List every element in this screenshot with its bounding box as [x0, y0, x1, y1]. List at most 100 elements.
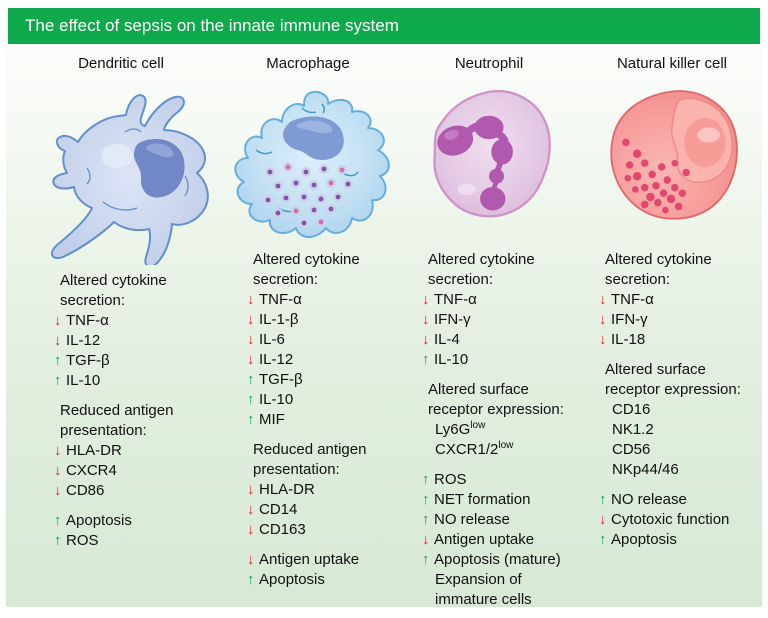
- column-natural-killer-cell: Natural killer cell: [583, 46, 761, 550]
- effect-item: ↑Apoptosis: [54, 511, 216, 531]
- column-dendritic-cell: Dendritic cell: [26, 46, 216, 551]
- effect-item: ↓Antigen uptake: [422, 530, 580, 550]
- down-arrow-icon: ↓: [247, 331, 255, 348]
- down-arrow-icon: ↓: [247, 501, 255, 518]
- effect-label: TNF-α: [611, 291, 654, 308]
- effect-label: NK1.2: [612, 421, 654, 438]
- effect-item: ↓CD163: [247, 520, 403, 540]
- effect-label: IL-12: [66, 332, 101, 349]
- up-arrow-icon: ↑: [54, 372, 62, 389]
- superscript-low: low: [498, 440, 514, 451]
- macrophage-illustration: [213, 80, 403, 242]
- effect-label: CD14: [259, 501, 298, 518]
- up-arrow-icon: ↑: [54, 532, 62, 549]
- effect-item: ↑IL-10: [247, 390, 403, 410]
- effect-item: ↓HLA-DR: [54, 441, 216, 461]
- up-arrow-icon: ↑: [247, 571, 255, 588]
- effect-item: ↓TNF-α: [247, 290, 403, 310]
- effect-label: NET formation: [434, 491, 531, 508]
- effect-label: NKp44/46: [612, 461, 679, 478]
- natural-killer-cell-illustration: [583, 82, 761, 232]
- up-arrow-icon: ↑: [422, 491, 430, 508]
- effect-label: IL-10: [434, 351, 469, 368]
- effect-label: Antigen uptake: [259, 551, 360, 568]
- effect-item: ↓TNF-α: [422, 290, 580, 310]
- effect-label: Antigen uptake: [434, 531, 535, 548]
- effects-list: Altered cytokine secretion:↓TNF-α↓IFN-γ↓…: [398, 250, 580, 610]
- cell-type-title: Natural killer cell: [616, 55, 728, 72]
- effect-label: IL-6: [259, 331, 285, 348]
- up-arrow-icon: ↑: [247, 371, 255, 388]
- effect-label: Apoptosis: [611, 531, 677, 548]
- effects-list: Altered cytokine secretion:↓TNF-α↓IL-1-β…: [213, 250, 403, 590]
- effect-item: ↑TGF-β: [54, 351, 216, 371]
- figure-title: The effect of sepsis on the innate immun…: [8, 8, 760, 44]
- effect-label: TGF-β: [66, 352, 110, 369]
- down-arrow-icon: ↓: [599, 511, 607, 528]
- effect-item: ↑NO release: [422, 510, 580, 530]
- up-arrow-icon: ↑: [247, 411, 255, 428]
- section-heading: Reduced antigen presentation:: [60, 402, 174, 439]
- effect-section: Altered cytokine secretion:↓TNF-α↓IL-12↑…: [54, 271, 216, 391]
- effect-section: ↓Antigen uptake↑Apoptosis: [247, 550, 403, 590]
- effect-label: TNF-α: [434, 291, 477, 308]
- effect-label: CD16: [612, 401, 651, 418]
- effect-item: ↓IL-4: [422, 330, 580, 350]
- effect-label: IL-10: [66, 372, 101, 389]
- effect-item: ↑IL-10: [422, 350, 580, 370]
- effect-item: ↑NET formation: [422, 490, 580, 510]
- effect-item: CD56: [605, 440, 761, 460]
- effect-item: ↓Cytotoxic function: [599, 510, 761, 530]
- down-arrow-icon: ↓: [422, 531, 430, 548]
- effect-item: ↑IL-10: [54, 371, 216, 391]
- effect-label: NO release: [434, 511, 510, 528]
- effect-label: Apoptosis: [66, 512, 132, 529]
- effect-item: ↑NO release: [599, 490, 761, 510]
- up-arrow-icon: ↑: [422, 471, 430, 488]
- down-arrow-icon: ↓: [247, 311, 255, 328]
- effect-label: IL-18: [611, 331, 646, 348]
- up-arrow-icon: ↑: [599, 531, 607, 548]
- up-arrow-icon: ↑: [247, 391, 255, 408]
- down-arrow-icon: ↓: [247, 291, 255, 308]
- effect-label: NO release: [611, 491, 687, 508]
- effect-item: ↓TNF-α: [599, 290, 761, 310]
- effect-item: ↓IL-1-β: [247, 310, 403, 330]
- effect-label: Apoptosis (mature): [434, 551, 561, 568]
- effect-item: ↓IL-6: [247, 330, 403, 350]
- effect-section: Altered cytokine secretion:↓TNF-α↓IFN-γ↓…: [599, 250, 761, 350]
- effect-label: Expansion of immature cells: [435, 571, 532, 608]
- effects-list: Altered cytokine secretion:↓TNF-α↓IFN-γ↓…: [583, 250, 761, 550]
- effect-label: CXCR4: [66, 462, 117, 479]
- section-heading: Reduced antigen presentation:: [253, 441, 367, 478]
- effect-item: Expansion of immature cells: [428, 570, 580, 610]
- effect-section: Altered surface receptor expression: CD16…: [605, 360, 761, 480]
- effect-label: Ly6Glow: [435, 420, 486, 439]
- up-arrow-icon: ↑: [54, 512, 62, 529]
- figure-body: Dendritic cell: [6, 46, 762, 610]
- effect-label: TNF-α: [66, 312, 109, 329]
- section-heading: Altered surface receptor expression:: [605, 361, 741, 398]
- effect-item: ↑Apoptosis (mature): [422, 550, 580, 570]
- down-arrow-icon: ↓: [54, 482, 62, 499]
- effect-item: NK1.2: [605, 420, 761, 440]
- down-arrow-icon: ↓: [247, 351, 255, 368]
- effect-label: IFN-γ: [434, 311, 471, 328]
- down-arrow-icon: ↓: [422, 291, 430, 308]
- effect-section: ↑NO release↓Cytotoxic function↑Apoptosis: [599, 490, 761, 550]
- column-macrophage: Macrophage: [213, 46, 403, 590]
- effect-label: TGF-β: [259, 371, 303, 388]
- dendritic-cell-illustration: [26, 80, 216, 265]
- effect-item: ↓CD86: [54, 481, 216, 501]
- section-heading: Altered cytokine secretion:: [60, 272, 167, 309]
- effect-section: Altered cytokine secretion:↓TNF-α↓IL-1-β…: [247, 250, 403, 430]
- effect-label: ROS: [66, 532, 99, 549]
- cell-type-title: Neutrophil: [454, 55, 524, 72]
- effect-item: ↑TGF-β: [247, 370, 403, 390]
- effect-item: ↓TNF-α: [54, 311, 216, 331]
- effect-item: ↓CD14: [247, 500, 403, 520]
- effect-item: ↑MIF: [247, 410, 403, 430]
- effect-label: CD56: [612, 441, 651, 458]
- up-arrow-icon: ↑: [422, 511, 430, 528]
